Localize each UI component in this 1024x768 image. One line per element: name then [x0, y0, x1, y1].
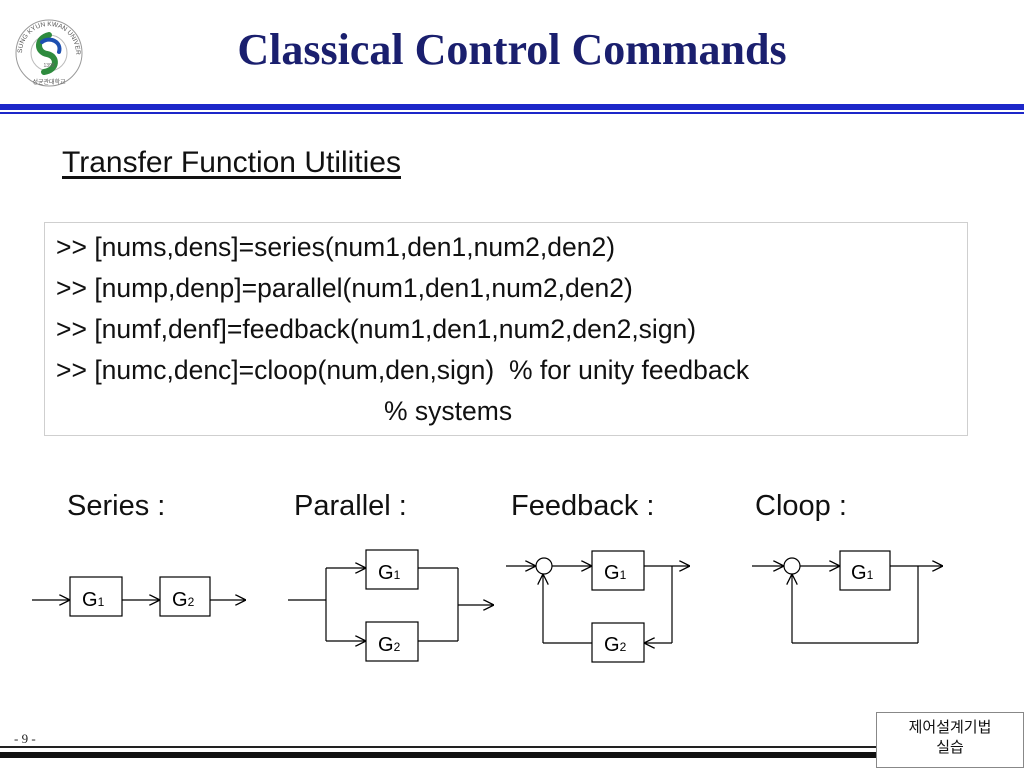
course-badge-line2: 실습	[936, 738, 964, 756]
logo-korean: 성균관대학교	[32, 78, 66, 86]
code-line-cloop: >> [numc,denc]=cloop(num,den,sign) % for…	[56, 355, 750, 385]
code-line-feedback: >> [numf,denf]=feedback(num1,den1,num2,d…	[56, 314, 697, 344]
cloop-summing-junction	[783, 557, 801, 575]
logo-year: 1398	[43, 63, 54, 69]
feedback-block-g1	[591, 550, 645, 591]
cloop-g1-label: G1	[851, 562, 874, 584]
series-g2-label: G2	[172, 589, 195, 611]
course-badge: 제어설계기법 실습	[876, 712, 1024, 768]
course-badge-line1: 제어설계기법	[908, 718, 992, 736]
caption-series: Series :	[67, 490, 166, 522]
footer-rule-thin	[0, 746, 1024, 748]
code-line-comment: % systems	[384, 396, 513, 426]
caption-feedback: Feedback :	[511, 490, 655, 522]
parallel-g1-label: G1	[378, 562, 401, 584]
code-box	[44, 222, 968, 436]
cloop-diagram	[752, 550, 943, 644]
university-logo: SUNG KYUN KWAN UNIVERSITY 1398 성균관대학교	[12, 13, 84, 88]
title-rule-thin	[0, 112, 1024, 114]
footer-rule-thick	[0, 752, 1024, 758]
code-line-series: >> [nums,dens]=series(num1,den1,num2,den…	[56, 232, 616, 262]
series-g1-label: G1	[82, 589, 105, 611]
parallel-block-g2	[365, 621, 419, 662]
parallel-block-g1	[365, 549, 419, 590]
feedback-diagram	[506, 550, 690, 663]
series-diagram	[32, 576, 246, 617]
caption-cloop: Cloop :	[755, 490, 847, 522]
section-subtitle: Transfer Function Utilities	[62, 146, 401, 179]
feedback-g1-label: G1	[604, 562, 627, 584]
series-block-g2	[159, 576, 211, 617]
cloop-block-g1	[839, 550, 891, 591]
title-rule-thick	[0, 104, 1024, 110]
slide-title: Classical Control Commands	[237, 25, 787, 74]
parallel-g2-label: G2	[378, 634, 401, 656]
caption-parallel: Parallel :	[294, 490, 407, 522]
feedback-block-g2	[591, 622, 645, 663]
page-number: - 9 -	[14, 731, 36, 746]
feedback-g2-label: G2	[604, 634, 627, 656]
parallel-diagram	[288, 549, 494, 662]
feedback-summing-junction	[535, 557, 553, 575]
series-block-g1	[69, 576, 123, 617]
code-line-parallel: >> [nump,denp]=parallel(num1,den1,num2,d…	[56, 273, 633, 303]
